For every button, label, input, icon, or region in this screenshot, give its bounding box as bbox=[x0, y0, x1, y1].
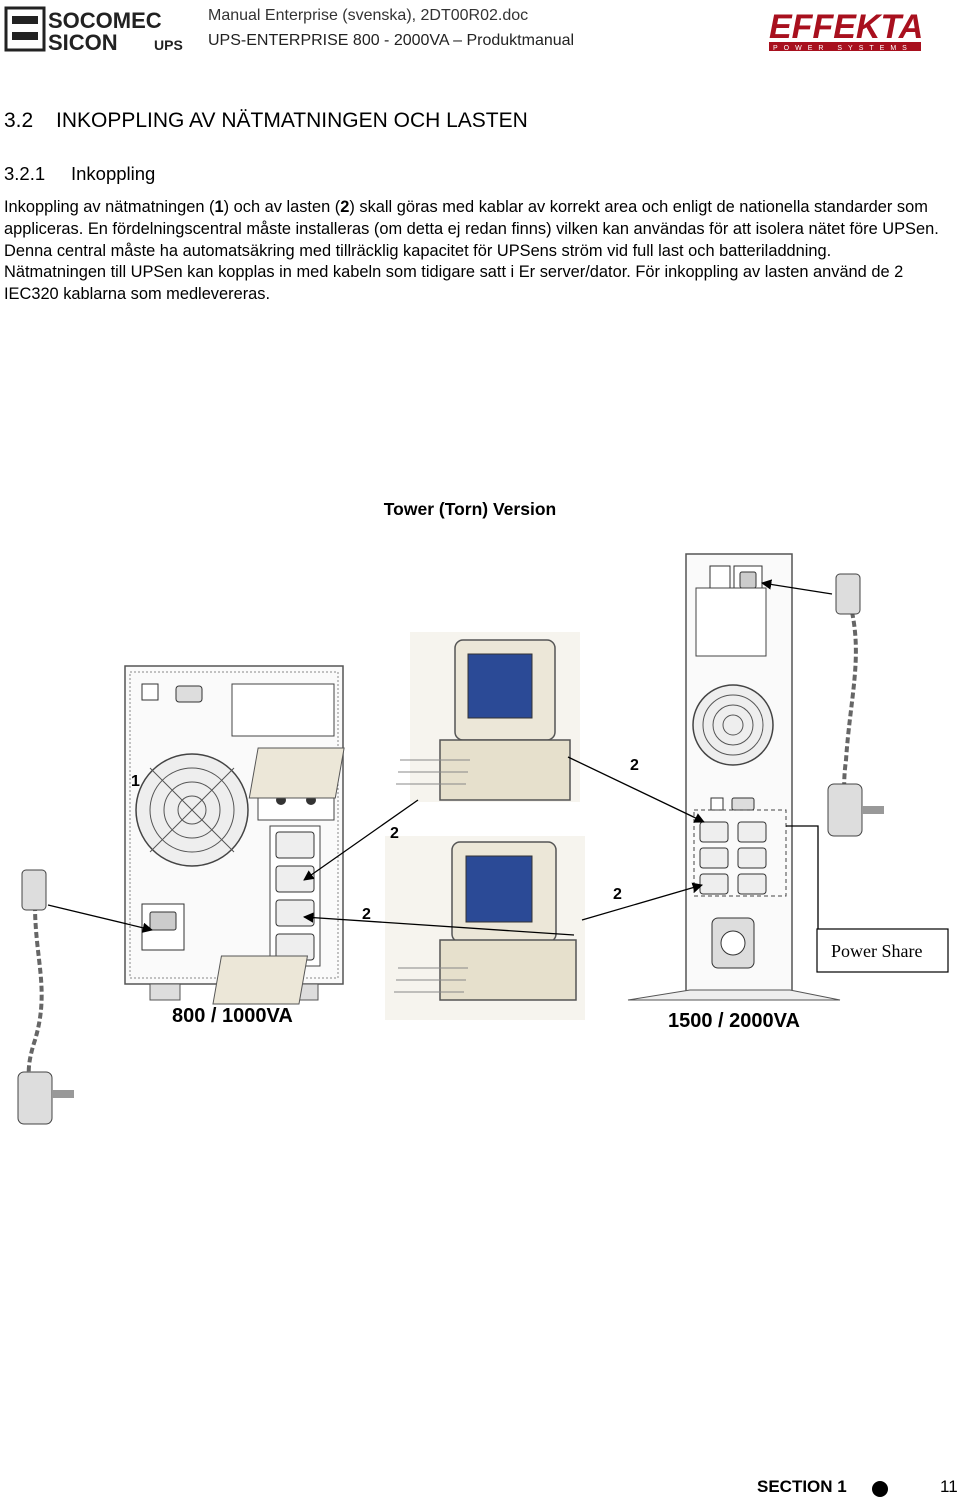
socomec-sicon-ups-logo: SOCOMEC SICON UPS bbox=[4, 6, 183, 54]
computer-bottom bbox=[212, 836, 585, 1020]
logo-left-line3: UPS bbox=[154, 37, 183, 53]
label-output-top-left: 2 bbox=[390, 825, 399, 842]
logo-right-text: EFFEKTA bbox=[769, 8, 923, 46]
fan-grille-large-icon bbox=[692, 684, 774, 766]
section-heading: 3.2 INKOPPLING AV NÄTMATNINGEN OCH LASTEN bbox=[4, 108, 528, 134]
bullet-icon bbox=[872, 1481, 888, 1497]
power-share-box: Power Share bbox=[816, 928, 949, 973]
ups-small-rear-panel bbox=[124, 665, 344, 1001]
page-number: 11 bbox=[940, 1477, 958, 1496]
section-title: INKOPPLING AV NÄTMATNINGEN OCH LASTEN bbox=[56, 109, 528, 132]
model-label-small: 800 / 1000VA bbox=[172, 1005, 293, 1027]
document-subtitle: UPS-ENTERPRISE 800 - 2000VA – Produktman… bbox=[208, 32, 575, 49]
model-label-large: 1500 / 2000VA bbox=[668, 1010, 800, 1032]
effekta-logo: EFFEKTA POWER SYSTEMS bbox=[769, 8, 923, 52]
output-sockets-small bbox=[269, 825, 321, 967]
schuko-plug-left-icon bbox=[17, 1071, 53, 1125]
document-title: Manual Enterprise (svenska), 2DT00R02.do… bbox=[208, 7, 529, 24]
logo-right-sub: POWER SYSTEMS bbox=[773, 45, 913, 52]
connection-diagram: 1 2 2 2 2 Power Share 800 / 1000VA 1500 … bbox=[17, 553, 949, 1125]
connection-arrows bbox=[47, 579, 833, 952]
subsection-heading: 3.2.1 Inkoppling bbox=[4, 162, 155, 186]
ups-large-rear-panel bbox=[627, 553, 841, 1001]
logo-left-line1: SOCOMEC bbox=[48, 8, 162, 33]
paragraph-2: Nätmatningen till UPSen kan kopplas in m… bbox=[4, 263, 904, 304]
body-text: Inkoppling av nätmatningen (1) och av la… bbox=[4, 197, 956, 306]
computer-top bbox=[248, 632, 580, 802]
subsection-title: Inkoppling bbox=[71, 163, 156, 184]
output-sockets-large bbox=[699, 821, 767, 895]
power-share-label: Power Share bbox=[831, 941, 922, 961]
label-output-top-right: 2 bbox=[630, 757, 639, 774]
power-cord-left bbox=[17, 869, 74, 1125]
section-number: 3.2 bbox=[4, 109, 34, 132]
subsection-number: 3.2.1 bbox=[4, 163, 46, 184]
label-output-bottom-right: 2 bbox=[613, 886, 622, 903]
paragraph-1: Inkoppling av nätmatningen (1) och av la… bbox=[4, 198, 939, 260]
logo-left-line2: SICON bbox=[48, 30, 118, 54]
label-output-bottom-left: 2 bbox=[362, 906, 371, 923]
figure-title: Tower (Torn) Version bbox=[383, 499, 557, 519]
power-cord-right bbox=[827, 573, 884, 837]
label-input: 1 bbox=[131, 773, 140, 790]
footer-section: SECTION 1 bbox=[757, 1477, 847, 1496]
schuko-plug-right-icon bbox=[827, 783, 863, 837]
